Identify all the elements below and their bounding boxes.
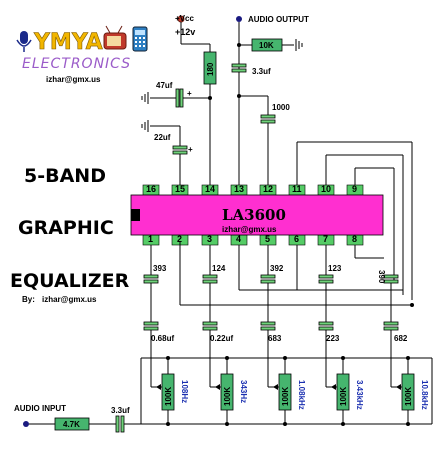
capacitor-390 [383,274,399,279]
by-email: izhar@gmx.us [42,295,97,304]
capacitor-22uf [172,145,188,150]
ic-pin-label-14: 14 [205,184,215,194]
capacitor-in-3u3 [115,415,120,433]
capacitor-band-upper [260,274,276,279]
potentiometer-label: 100K [223,387,232,406]
ic-pin-label-15: 15 [175,184,185,194]
svg-text:+: + [188,145,193,154]
microphone-icon [16,31,32,52]
ic-pin-label-9: 9 [352,184,357,194]
potentiometer-label: 100K [404,387,413,406]
band-frequency-label: 108Hz [180,380,189,403]
logo-subtitle: ELECTRONICS [22,56,131,72]
capacitor-band-upper-label: 393 [153,264,167,273]
capacitor-band-lower-label: 682 [394,334,408,343]
ic-email: izhar@gmx.us [222,225,277,234]
ground-icon [141,120,149,132]
capacitor-band-upper-label: 124 [212,264,226,273]
ic-pin-label-13: 13 [234,184,244,194]
input-label: AUDIO INPUT [14,404,66,413]
logo-email: izhar@gmx.us [46,75,101,84]
ic-pin-label-6: 6 [294,234,299,244]
ic-top-pins: 16 15 14 13 12 11 10 9 [142,184,364,196]
tv-icon [103,25,127,50]
ic-pin-label-1: 1 [148,234,153,244]
ic-bottom-pins: 1 2 3 4 5 6 7 8 [142,234,364,246]
capacitor-band-lower-label: 0.22uf [210,334,233,343]
capacitor-22uf-label: 22uf [154,133,171,142]
capacitor-band-upper-label: 123 [328,264,342,273]
title-line1: 5-BAND [24,165,106,187]
title-line3: EQUALIZER [10,270,130,292]
ground-icon [141,92,149,104]
ic-pin-label-4: 4 [236,234,241,244]
capacitor-in-label: 3.3uf [111,406,130,415]
capacitor-band-lower-label: 683 [268,334,282,343]
band-frequency-label: 10.8kHz [420,380,429,410]
ic-pin-label-8: 8 [352,234,357,244]
ground-icon [295,39,303,51]
capacitor-47uf-label: 47uf [156,81,173,90]
capacitor-1000-label: 1000 [272,103,290,112]
ic-notch [131,209,140,221]
svg-text:+: + [187,89,192,98]
band-frequency-label: 1.08kHz [297,380,306,410]
capacitor-band-lower [318,321,334,326]
logo: YMYA ELECTRONICS izhar@gmx.us [16,25,148,84]
potentiometer-label: 100K [339,387,348,406]
band-frequency-label: 343Hz [239,380,248,403]
ic-pin-label-10: 10 [321,184,331,194]
resistor-4k7-label: 4.7K [63,420,80,429]
ic-pin-label-5: 5 [265,234,270,244]
ic-pin-label-7: 7 [323,234,328,244]
capacitor-1000 [260,114,276,119]
potentiometer-label: 100K [281,387,290,406]
ic-pin-label-2: 2 [177,234,182,244]
capacitor-band-lower-label: 0.68uf [151,334,174,343]
capacitor-47uf [179,88,184,108]
title-line2: GRAPHIC [18,217,114,239]
output-terminal [236,16,242,22]
capacitor-band-upper [202,274,218,279]
capacitor-390-label: 390 [377,270,386,284]
capacitor-band-upper [318,274,334,279]
potentiometer-label: 100K [164,387,173,406]
ic-pin-label-11: 11 [292,184,302,194]
vcc-voltage: +12v [175,27,195,37]
ic-name: LA3600 [222,206,286,224]
output-label: AUDIO OUTPUT [248,15,309,24]
capacitor-band-upper-label: 392 [270,264,284,273]
capacitor-out-label: 3.3uf [252,67,271,76]
capacitor-band-lower-label: 223 [326,334,340,343]
capacitor-band-lower [383,321,399,326]
resistor-10k-label: 10K [259,41,274,50]
band-frequency-label: 3.43kHz [355,380,364,410]
input-terminal [23,421,29,427]
phone-icon [132,26,148,52]
band-filters: 393 124 392 123 390 0.68uf 100K 108Hz 0.22uf 100K… [143,245,429,426]
resistor-180-label: 180 [206,62,215,76]
capacitor-band-lower [202,321,218,326]
logo-brand: YMYA [33,30,103,55]
capacitor-band-lower [260,321,276,326]
capacitor-band-upper [143,274,159,279]
capacitor-out-3u3 [231,63,247,68]
capacitor-band-lower [143,321,159,326]
ic-la3600-body [130,194,384,236]
by-label: By: [22,295,35,304]
ic-pin-label-3: 3 [207,234,212,244]
ic-pin-label-16: 16 [146,184,156,194]
vcc-label: +Vcc [175,14,194,23]
ic-pin-label-12: 12 [263,184,273,194]
